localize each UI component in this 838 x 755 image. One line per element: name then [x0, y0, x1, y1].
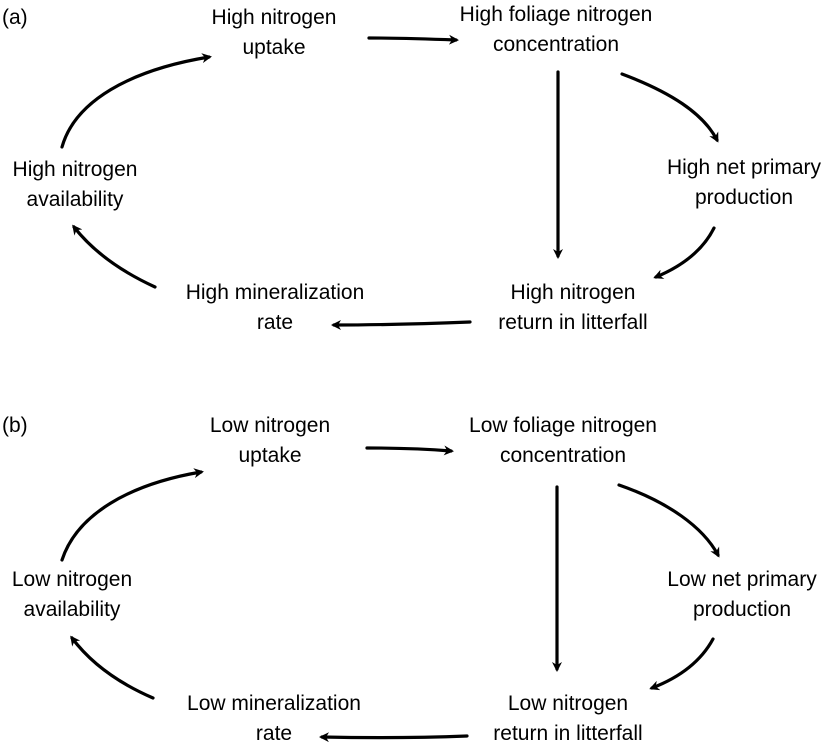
arrow-npp-to-litterfall	[653, 226, 716, 279]
node-line: High foliage nitrogen	[459, 3, 653, 26]
node-line: return in litterfall	[493, 722, 643, 745]
node-line: High net primary	[666, 156, 822, 179]
node-line: uptake	[238, 444, 302, 467]
arrow-foliage-to-npp	[620, 72, 719, 143]
panel-a-node-uptake: High nitrogen uptake	[212, 3, 337, 63]
panel-a-node-npp: High net primary production	[667, 153, 821, 213]
panel-b-node-availability: Low nitrogen availability	[12, 565, 132, 625]
panel-a-node-availability: High nitrogen availability	[13, 155, 138, 215]
node-line: concentration	[499, 444, 627, 467]
node-line: High mineralization	[185, 281, 365, 304]
arrow-foliage-to-npp	[617, 483, 720, 558]
node-line: concentration	[492, 33, 620, 56]
node-line: uptake	[242, 36, 306, 59]
node-line: Low nitrogen	[507, 692, 629, 715]
node-line: return in litterfall	[498, 311, 648, 334]
arrow-uptake-to-foliage	[365, 445, 454, 456]
arrow-litterfall-to-mineralization	[331, 319, 472, 330]
node-line: production	[694, 186, 794, 209]
arrow-mineralization-to-availability	[70, 635, 155, 700]
arrow-litterfall-to-mineralization	[319, 732, 469, 743]
panel-a-node-litterfall: High nitrogen return in litterfall	[498, 278, 647, 338]
node-line: Low nitrogen	[11, 568, 133, 591]
panel-b-label: (b)	[2, 414, 28, 437]
node-line: High nitrogen	[211, 6, 337, 29]
panel-b-node-npp: Low net primary production	[667, 565, 816, 625]
node-line: Low foliage nitrogen	[469, 414, 657, 437]
node-line: Low mineralization	[187, 692, 361, 715]
panel-a-node-foliage: High foliage nitrogen concentration	[460, 0, 653, 60]
panel-b-node-uptake: Low nitrogen uptake	[210, 411, 330, 471]
arrow-npp-to-litterfall	[649, 637, 715, 691]
panel-a-label: (a)	[2, 6, 28, 29]
panel-b-node-mineralization: Low mineralization rate	[187, 689, 361, 749]
arrow-uptake-to-foliage	[367, 34, 459, 45]
arrow-mineralization-to-availability	[72, 224, 157, 289]
panel-b-node-foliage: Low foliage nitrogen concentration	[469, 411, 657, 471]
node-line: rate	[256, 311, 294, 334]
node-line: High nitrogen	[12, 158, 138, 181]
node-line: availability	[23, 598, 121, 621]
node-line: availability	[26, 188, 124, 211]
node-line: Low net primary	[667, 568, 817, 591]
arrow-availability-to-uptake	[60, 53, 212, 149]
panel-a-node-mineralization: High mineralization rate	[186, 278, 365, 338]
node-line: production	[692, 598, 792, 621]
node-line: Low nitrogen	[209, 414, 331, 437]
arrow-availability-to-uptake	[60, 468, 204, 562]
panel-b-node-litterfall: Low nitrogen return in litterfall	[493, 689, 642, 749]
node-line: High nitrogen	[510, 281, 636, 304]
node-line: rate	[255, 722, 293, 745]
